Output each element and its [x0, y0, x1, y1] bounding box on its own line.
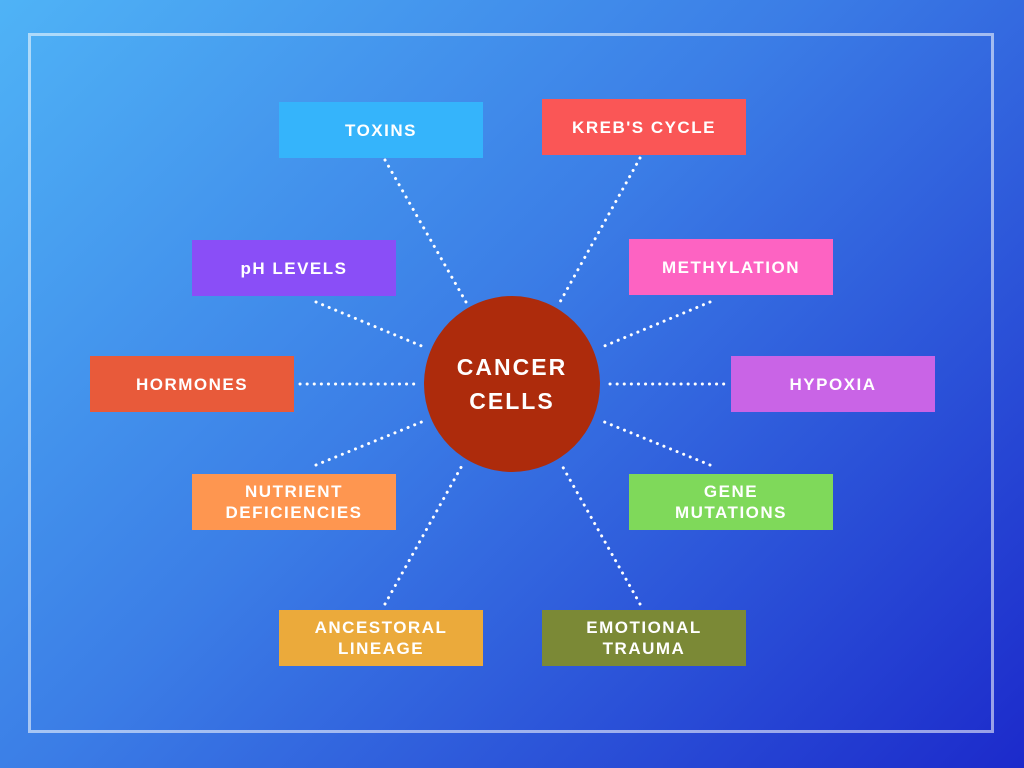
node-nutrient-deficiencies-line1: NUTRIENT: [245, 482, 343, 501]
connector-nutrient-deficiencies: [314, 419, 426, 467]
node-methylation-label: METHYLATION: [661, 257, 800, 277]
node-hormones-label: HORMONES: [135, 374, 249, 394]
node-gene-mutations-line2: MUTATIONS: [674, 503, 788, 522]
connector-ancestoral-lineage: [383, 460, 466, 606]
center-label-line2: CELLS: [469, 388, 555, 414]
node-ancestoral-lineage-line1: ANCESTORAL: [314, 618, 448, 637]
node-ancestoral-lineage: ANCESTORAL LINEAGE: [279, 610, 483, 666]
node-gene-mutations-line1: GENE: [703, 482, 759, 501]
node-ancestoral-lineage-label: ANCESTORAL LINEAGE: [315, 617, 448, 659]
node-emotional-trauma-line2: TRAUMA: [602, 639, 686, 658]
node-hypoxia-label: HYPOXIA: [789, 374, 877, 394]
connector-krebs-cycle: [558, 156, 642, 304]
node-gene-mutations: GENE MUTATIONS: [629, 474, 833, 530]
connector-toxins: [383, 158, 468, 304]
center-node-cancer-cells: CANCER CELLS: [424, 296, 600, 472]
node-emotional-trauma: EMOTIONAL TRAUMA: [542, 610, 746, 666]
node-hypoxia: HYPOXIA: [731, 356, 935, 412]
node-toxins-label: TOXINS: [345, 120, 417, 140]
connector-emotional-trauma: [558, 460, 642, 606]
node-ph-levels: pH LEVELS: [192, 240, 396, 296]
connector-ph-levels: [314, 300, 426, 349]
node-gene-mutations-label: GENE MUTATIONS: [675, 481, 787, 523]
node-ph-levels-label: pH LEVELS: [240, 258, 348, 278]
node-krebs-cycle: KREB'S CYCLE: [542, 99, 746, 155]
node-ancestoral-lineage-line2: LINEAGE: [337, 639, 425, 658]
center-label-line1: CANCER: [456, 354, 568, 380]
node-emotional-trauma-label: EMOTIONAL TRAUMA: [586, 617, 702, 659]
node-hormones: HORMONES: [90, 356, 294, 412]
node-nutrient-deficiencies: NUTRIENT DEFICIENCIES: [192, 474, 396, 530]
node-nutrient-deficiencies-line2: DEFICIENCIES: [225, 503, 363, 522]
node-krebs-cycle-label: KREB'S CYCLE: [572, 117, 716, 137]
diagram-frame: [28, 33, 994, 733]
connector-gene-mutations: [600, 419, 712, 467]
node-nutrient-deficiencies-label: NUTRIENT DEFICIENCIES: [225, 481, 362, 523]
node-emotional-trauma-line1: EMOTIONAL: [586, 618, 702, 637]
connector-methylation: [600, 300, 712, 349]
node-methylation: METHYLATION: [629, 239, 833, 295]
node-toxins: TOXINS: [279, 102, 483, 158]
